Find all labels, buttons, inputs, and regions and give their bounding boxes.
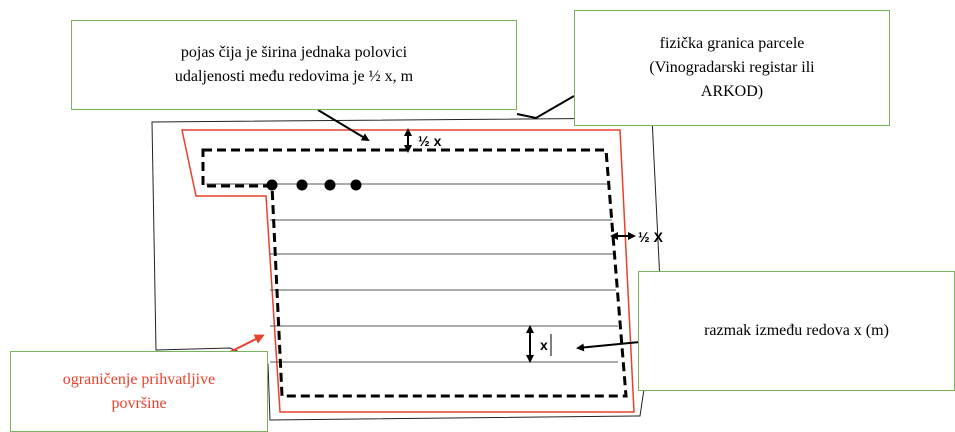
- x-label: x: [540, 337, 548, 353]
- half-x-top-label: ½ x: [418, 133, 442, 149]
- half-x-right-label: ½ X: [638, 229, 664, 245]
- physical-boundary-line-2: (Vinogradarski registar ili: [649, 59, 815, 76]
- strip-width-line-1: pojas čija je širina jednaka polovici: [180, 44, 408, 61]
- vine-dot: [266, 179, 278, 191]
- physical-boundary-leader-line: [516, 95, 575, 120]
- vine-dot: [350, 179, 362, 191]
- strip-width-leader-arrow: [317, 109, 370, 142]
- row-spacing-text: razmak između redova x (m): [704, 322, 889, 339]
- vine-dots: [266, 179, 362, 191]
- physical-boundary-callout: fizička granica parcele (Vinogradarski r…: [574, 10, 890, 126]
- eligible-limit-line-1: ograničenje prihvatljive: [62, 370, 216, 388]
- physical-boundary-line-1: fizička granica parcele: [659, 35, 805, 52]
- vineyard-rows: [206, 183, 618, 363]
- physical-boundary-line-3: ARKOD): [700, 83, 764, 100]
- row-spacing-leader-arrow: [576, 341, 641, 352]
- strip-width-line-2: udaljenosti među redovima je ½ x, m: [174, 68, 414, 85]
- eligible-area-limit-line: [181, 129, 635, 413]
- eligible-limit-line-2: površine: [111, 394, 167, 412]
- vine-dot: [324, 179, 336, 191]
- strip-width-callout: pojas čija je širina jednaka polovici ud…: [71, 20, 517, 110]
- physical-parcel-boundary: [151, 117, 661, 421]
- vine-dot: [296, 179, 308, 191]
- row-spacing-callout: razmak između redova x (m): [638, 271, 955, 391]
- eligible-area-limit-callout: ograničenje prihvatljive površine: [10, 351, 268, 432]
